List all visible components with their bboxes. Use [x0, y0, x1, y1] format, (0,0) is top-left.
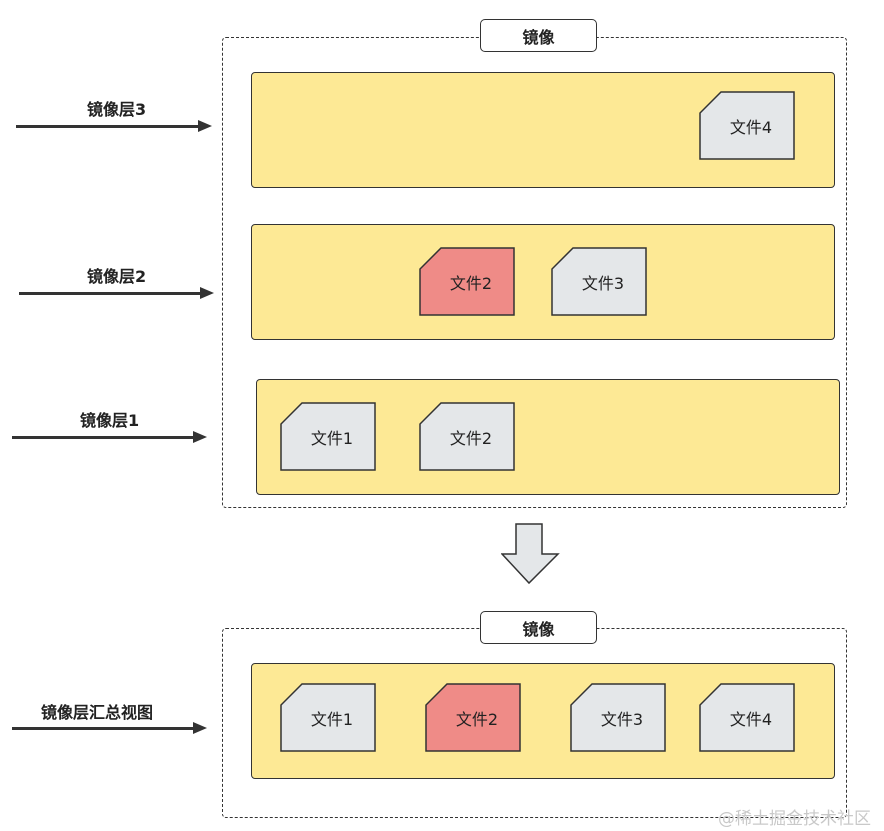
layer3-arrow-head	[198, 120, 212, 132]
file-card-label: 文件1	[310, 428, 354, 448]
file-card-label: 文件2	[455, 709, 499, 729]
file-card: 文件4	[699, 91, 795, 160]
file-card-icon	[551, 247, 647, 316]
file-card-label: 文件4	[729, 117, 773, 137]
layer2-box	[251, 224, 835, 340]
file-card: 文件3	[551, 247, 647, 316]
file-card-icon	[280, 402, 376, 471]
layer2-label: 镜像层2	[87, 267, 147, 286]
down-arrow-icon	[501, 523, 560, 585]
layer1-arrow-head	[193, 431, 207, 443]
file-card-modified-icon	[419, 247, 515, 316]
file-card-modified-icon	[425, 683, 521, 752]
layer1-box	[256, 379, 840, 495]
layer3-label: 镜像层3	[87, 100, 147, 119]
file-card: 文件1	[280, 402, 376, 471]
summary-view-label: 镜像层汇总视图	[41, 703, 154, 722]
image-frame-top-title: 镜像	[480, 19, 597, 52]
file-card-label: 文件1	[310, 709, 354, 729]
summary-arrow-head	[193, 722, 207, 734]
file-card: 文件3	[570, 683, 666, 752]
layer1-label: 镜像层1	[80, 411, 140, 430]
image-frame-bottom-title: 镜像	[480, 611, 597, 644]
file-card: 文件2	[419, 402, 515, 471]
file-card-label: 文件3	[600, 709, 644, 729]
file-card-icon	[570, 683, 666, 752]
file-card-label: 文件2	[449, 428, 493, 448]
file-card-label: 文件3	[581, 273, 625, 293]
layer1-arrow	[12, 436, 195, 439]
watermark-text: @稀土掘金技术社区	[718, 809, 871, 829]
file-card-icon	[699, 91, 795, 160]
file-card-icon	[419, 402, 515, 471]
file-card-icon	[699, 683, 795, 752]
file-card: 文件4	[699, 683, 795, 752]
summary-arrow	[12, 727, 195, 730]
file-card-modified: 文件2	[425, 683, 521, 752]
file-card-label: 文件4	[729, 709, 773, 729]
file-card-icon	[280, 683, 376, 752]
layer3-arrow	[16, 125, 200, 128]
file-card-label: 文件2	[449, 273, 493, 293]
file-card: 文件1	[280, 683, 376, 752]
layer2-arrow	[19, 292, 202, 295]
file-card-modified: 文件2	[419, 247, 515, 316]
layer2-arrow-head	[200, 287, 214, 299]
